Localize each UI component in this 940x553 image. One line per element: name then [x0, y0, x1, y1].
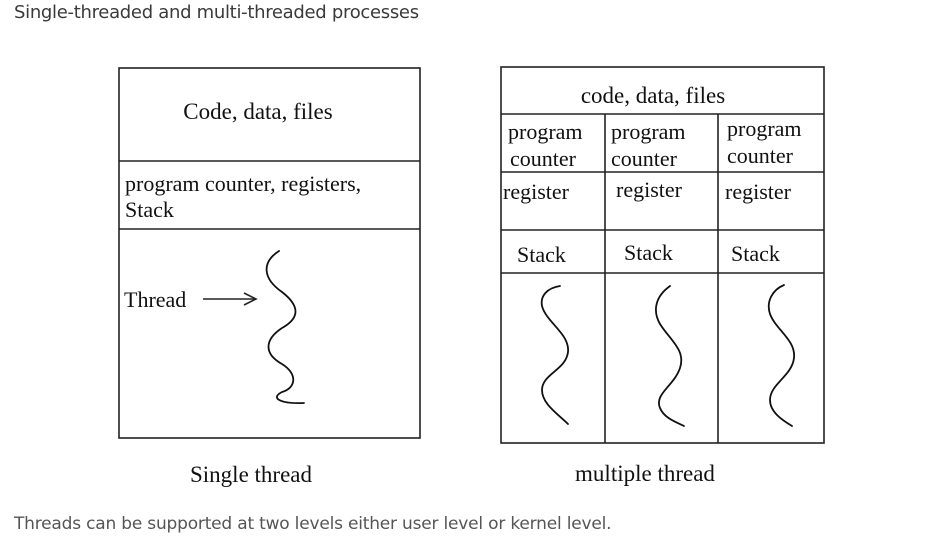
- multi-process-box: [500, 66, 825, 444]
- col2-thread-squiggle: [655, 285, 685, 427]
- multi-code-data-files: code, data, files: [581, 83, 725, 108]
- col3-register: register: [725, 179, 792, 204]
- col1-register: register: [503, 179, 570, 204]
- multi-thread-caption: multiple thread: [575, 461, 715, 486]
- col2-stack: Stack: [624, 240, 673, 265]
- single-process-box: [118, 67, 421, 439]
- single-registers-line2: Stack: [125, 197, 174, 222]
- thread-label: Thread: [124, 287, 186, 312]
- single-thread-squiggle: [265, 250, 305, 404]
- single-code-data-files: Code, data, files: [183, 99, 333, 124]
- page-title: Single-threaded and multi-threaded proce…: [14, 2, 419, 23]
- col1-thread-squiggle: [540, 285, 569, 425]
- footer-note: Threads can be supported at two levels e…: [14, 514, 612, 534]
- col2-register: register: [616, 177, 683, 202]
- single-registers-line1: program counter, registers,: [125, 171, 361, 196]
- multi-thread-process: code, data, files program counter regist…: [500, 66, 825, 486]
- col1-stack: Stack: [517, 242, 566, 267]
- col3-stack: Stack: [731, 241, 780, 266]
- col3-pc-line1: program: [727, 116, 802, 141]
- single-thread-process: Code, data, files program counter, regis…: [118, 67, 421, 487]
- single-thread-caption: Single thread: [190, 462, 312, 487]
- col2-pc-line1: program: [611, 119, 686, 144]
- col1-pc-line1: program: [508, 119, 583, 144]
- col3-pc-line2: counter: [727, 143, 794, 168]
- col2-pc-line2: counter: [611, 146, 678, 171]
- thread-arrow-icon: [203, 292, 258, 306]
- col3-thread-squiggle: [767, 284, 795, 427]
- col1-pc-line2: counter: [510, 146, 577, 171]
